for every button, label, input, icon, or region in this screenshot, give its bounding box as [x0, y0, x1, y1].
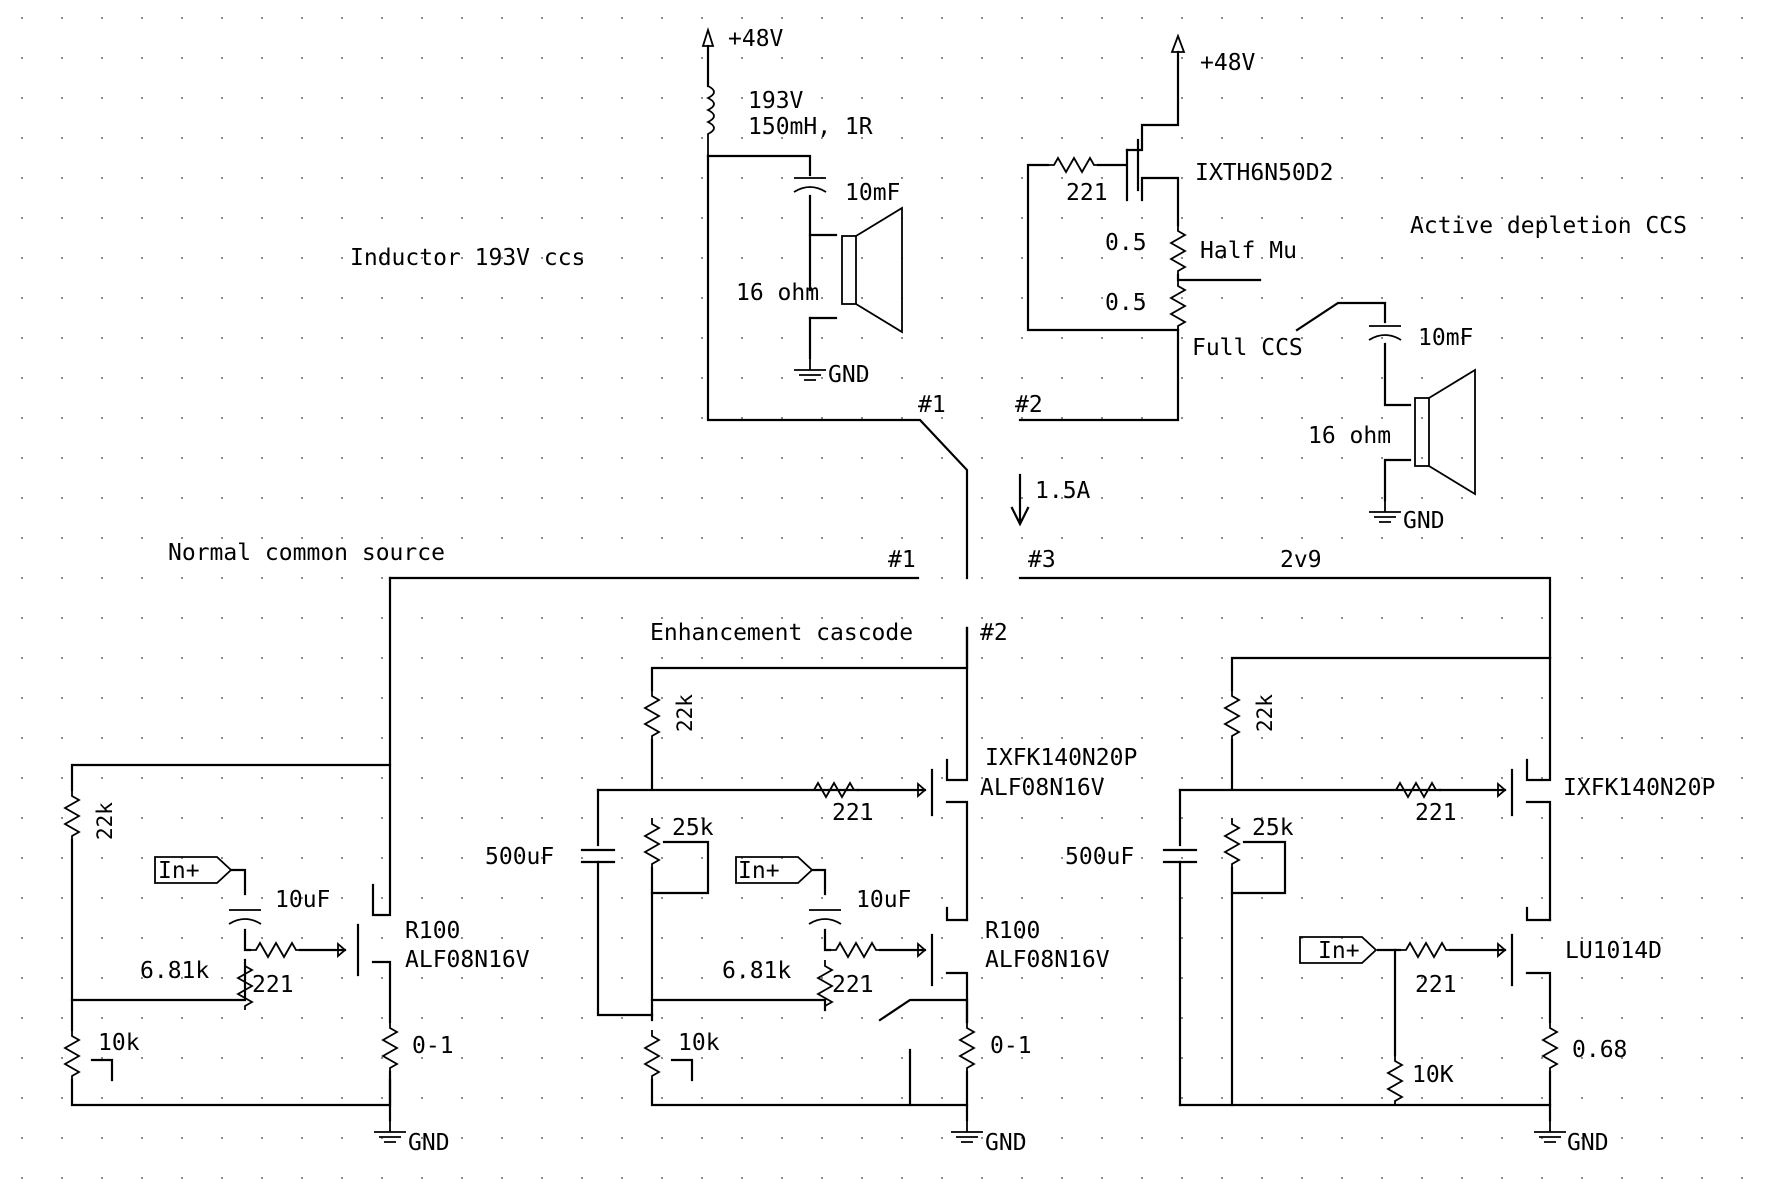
supply-right-label: +48V — [1200, 50, 1256, 76]
gnd-label-2: GND — [1403, 508, 1445, 534]
res-gate-top-label: 221 — [1066, 180, 1108, 206]
gnd-label-4: GND — [985, 1130, 1027, 1156]
cap-500uf-right-label: 500uF — [1065, 844, 1134, 870]
active-ccs-block — [1018, 33, 1476, 523]
current-label: 1.5A — [1035, 478, 1091, 504]
input-right-label: In+ — [1318, 938, 1360, 964]
current-arrow — [1010, 473, 1030, 527]
res-10k-right-label: 10K — [1412, 1062, 1454, 1088]
res-22k-left-label: 22k — [93, 802, 117, 840]
inductor-spec-label: 150mH, 1R — [748, 114, 873, 140]
input-left-label: In+ — [158, 858, 200, 884]
r100-left-label: R100 — [405, 918, 460, 944]
jfet-mid-top-label: ALF08N16V — [980, 775, 1105, 801]
voltage-2v9-label: 2v9 — [1280, 547, 1322, 573]
title-cascode: Enhancement cascode — [650, 620, 913, 646]
cap-top-left-label: 10mF — [845, 180, 900, 206]
gnd-label-5: GND — [1567, 1130, 1609, 1156]
lu1014-stage — [1162, 656, 1567, 1143]
main-bus — [388, 576, 1552, 660]
jfet-mid-label: ALF08N16V — [985, 947, 1110, 973]
node-2-mid-label: #2 — [980, 620, 1008, 646]
full-ccs-label: Full CCS — [1192, 335, 1303, 361]
cap-500uf-mid-label: 500uF — [485, 844, 554, 870]
res-068-right-label: 0.68 — [1572, 1037, 1627, 1063]
gnd-label-3: GND — [408, 1130, 450, 1156]
res-10k-mid-label: 10k — [678, 1030, 720, 1056]
res-05-a-label: 0.5 — [1105, 230, 1147, 256]
node-1-mid-label: #1 — [888, 547, 916, 573]
res-22k-right-label: 22k — [1253, 694, 1277, 732]
res-221-mid-top-label: 221 — [832, 800, 874, 826]
mosfet-right-label: IXFK140N20P — [1563, 775, 1715, 801]
res-221-right-label: 221 — [1415, 972, 1457, 998]
title-normal: Normal common source — [168, 540, 445, 566]
half-mu-label: Half Mu — [1200, 238, 1297, 264]
res-221-left-label: 221 — [252, 972, 294, 998]
cap-top-right-label: 10mF — [1418, 325, 1473, 351]
normal-cs-stage — [64, 576, 407, 1143]
input-mid-label: In+ — [738, 858, 780, 884]
res-681k-mid-label: 6.81k — [722, 958, 791, 984]
res-22k-mid-label: 22k — [673, 694, 697, 732]
res-01-left-label: 0-1 — [412, 1033, 454, 1059]
node-1-top-label: #1 — [918, 392, 946, 418]
res-01-mid-label: 0-1 — [990, 1033, 1032, 1059]
inductor-value-label: 193V — [748, 88, 804, 114]
mosfet-top-label: IXTH6N50D2 — [1195, 160, 1333, 186]
jfet-left-label: ALF08N16V — [405, 947, 530, 973]
inductor-ccs-block — [701, 26, 969, 580]
cascode-stage — [580, 626, 984, 1143]
mosfet-mid-label: IXFK140N20P — [985, 745, 1137, 771]
gnd-label-1: GND — [828, 362, 870, 388]
res-221-right-top-label: 221 — [1415, 800, 1457, 826]
title-active: Active depletion CCS — [1410, 213, 1687, 239]
speaker-left-label: 16 ohm — [736, 280, 819, 306]
node-2-top-label: #2 — [1015, 392, 1043, 418]
supply-left-label: +48V — [728, 26, 784, 52]
inductor-coil — [705, 85, 715, 156]
res-05-b-label: 0.5 — [1105, 290, 1147, 316]
r100-mid-label: R100 — [985, 918, 1040, 944]
res-25k-right-label: 25k — [1252, 815, 1294, 841]
title-inductor: Inductor 193V ccs — [350, 245, 585, 271]
res-681k-left-label: 6.81k — [140, 958, 209, 984]
res-10k-left-label: 10k — [98, 1030, 140, 1056]
speaker-right-label: 16 ohm — [1308, 423, 1391, 449]
cap-10uf-left-label: 10uF — [275, 887, 330, 913]
cap-10uf-mid-label: 10uF — [856, 887, 911, 913]
jfet-right-label: LU1014D — [1565, 938, 1662, 964]
res-25k-mid-label: 25k — [672, 815, 714, 841]
grid-dots — [21, 17, 1743, 1179]
node-3-label: #3 — [1028, 547, 1056, 573]
res-221-mid-label: 221 — [832, 972, 874, 998]
